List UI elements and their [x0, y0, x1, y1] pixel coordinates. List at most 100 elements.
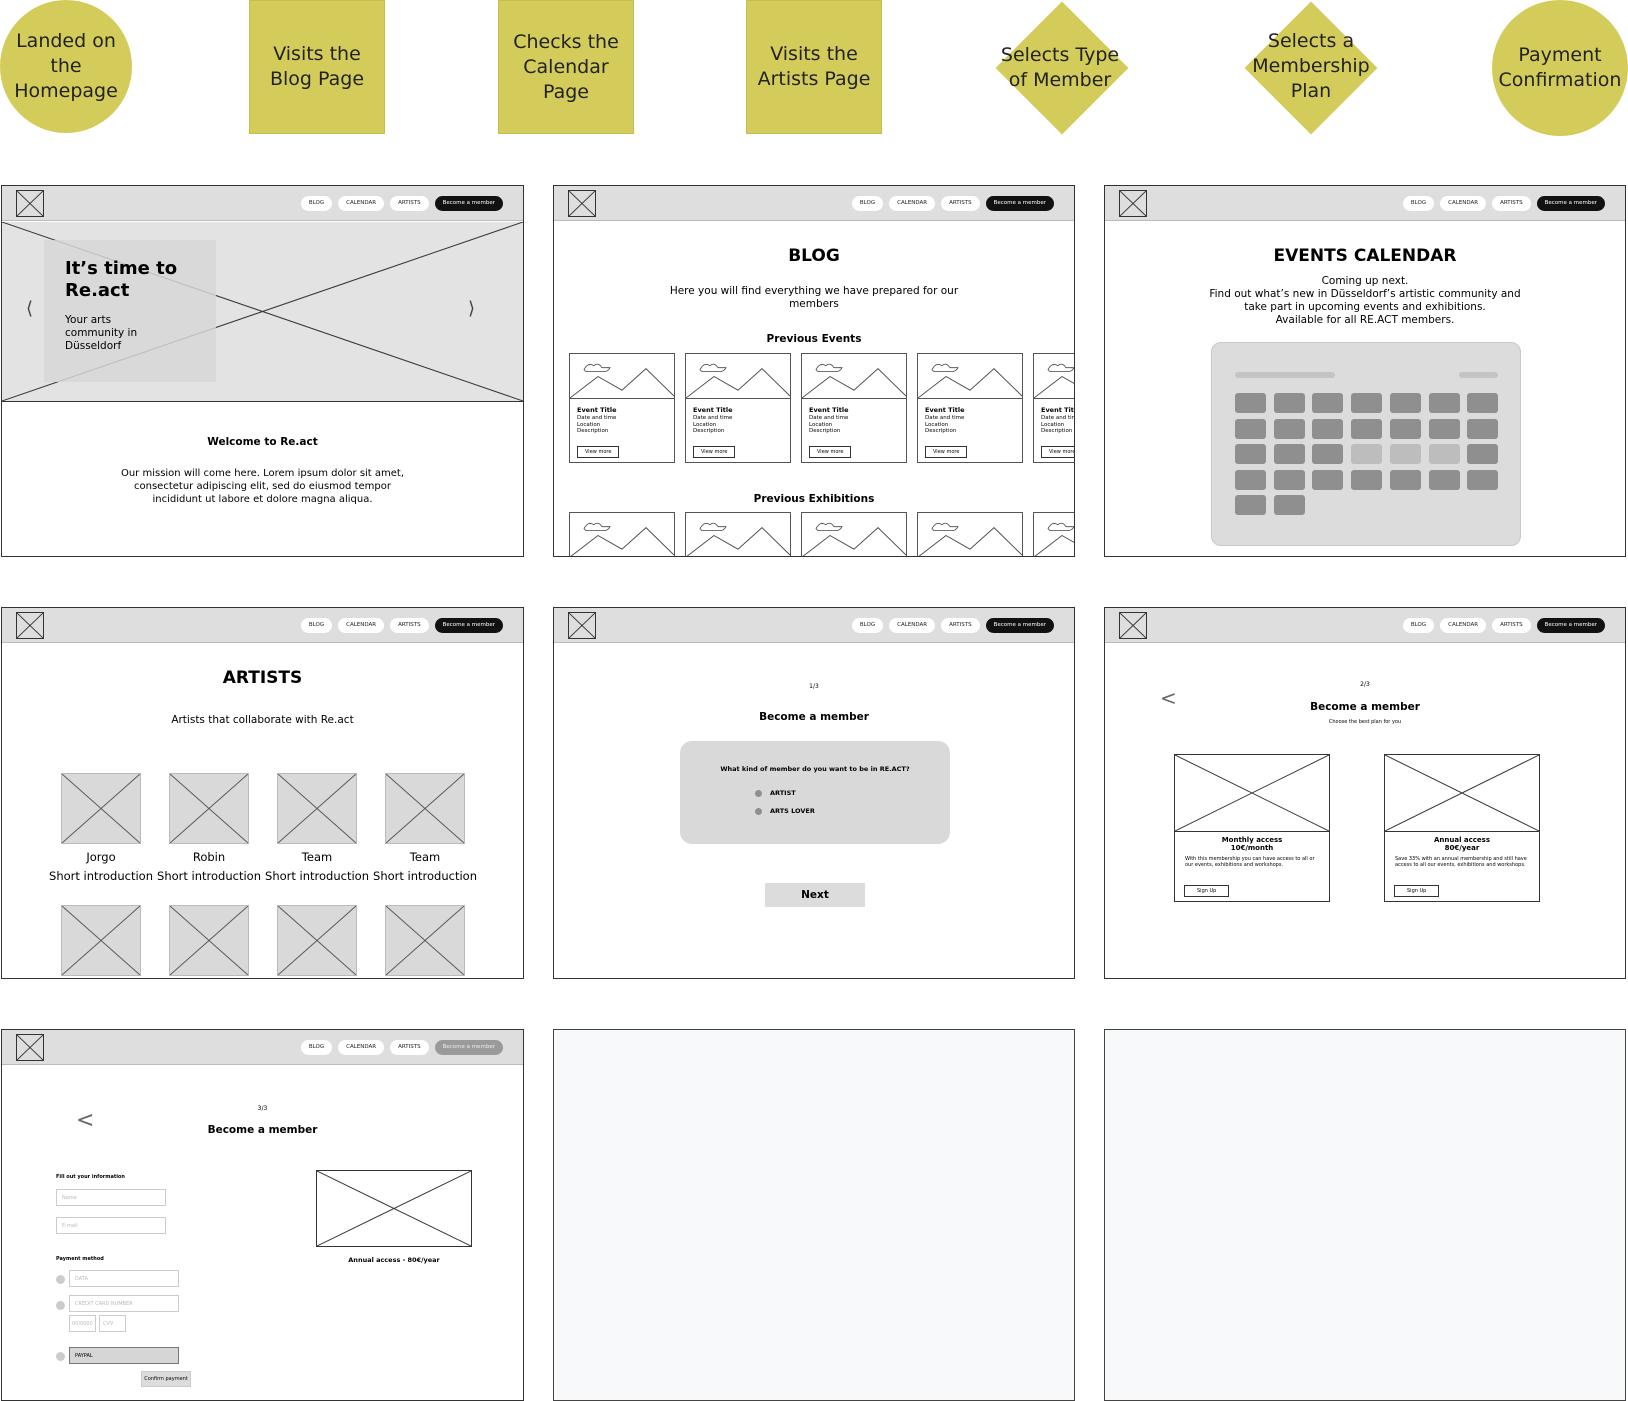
- view-more-button[interactable]: View more: [693, 446, 735, 458]
- nav-artists-link[interactable]: ARTISTS: [390, 618, 429, 633]
- become-member-button[interactable]: Become a member: [986, 196, 1054, 211]
- calendar-day-cell[interactable]: [1351, 444, 1382, 464]
- become-member-button[interactable]: Become a member: [1537, 618, 1605, 633]
- calendar-day-cell[interactable]: [1312, 444, 1343, 464]
- carousel-prev-icon[interactable]: ⟨: [26, 298, 33, 319]
- view-more-button[interactable]: View more: [1041, 446, 1075, 458]
- calendar-day-cell[interactable]: [1274, 495, 1305, 515]
- calendar-day-cell[interactable]: [1429, 470, 1460, 490]
- radio-icon[interactable]: [755, 790, 762, 797]
- card-number-field[interactable]: CREDIT CARD NUMBER: [69, 1295, 179, 1312]
- nav-blog-link[interactable]: BLOG: [1403, 196, 1434, 211]
- plan-card-monthly: Monthly access 10€/month With this membe…: [1174, 754, 1330, 902]
- calendar-day-cell[interactable]: [1274, 470, 1305, 490]
- view-more-button[interactable]: View more: [925, 446, 967, 458]
- event-card: [685, 512, 791, 557]
- nav-artists-link[interactable]: ARTISTS: [941, 196, 980, 211]
- paypal-radio[interactable]: [56, 1352, 65, 1361]
- next-button[interactable]: Next: [765, 883, 865, 907]
- nav-blog-link[interactable]: BLOG: [852, 618, 883, 633]
- calendar-day-cell[interactable]: [1467, 393, 1498, 413]
- paypal-option[interactable]: PAYPAL: [69, 1347, 179, 1364]
- nav-blog-link[interactable]: BLOG: [301, 618, 332, 633]
- calendar-day-cell[interactable]: [1312, 393, 1343, 413]
- calendar-day-cell[interactable]: [1351, 470, 1382, 490]
- option-artist-radio[interactable]: ARTIST: [755, 789, 796, 797]
- option-arts-lover-radio[interactable]: ARTS LOVER: [755, 807, 815, 815]
- calendar-widget[interactable]: [1211, 342, 1521, 546]
- calendar-day-cell[interactable]: [1467, 419, 1498, 439]
- calendar-day-cell[interactable]: [1429, 419, 1460, 439]
- calendar-day-cell[interactable]: [1235, 444, 1266, 464]
- card-data-radio[interactable]: [56, 1275, 65, 1284]
- artist-photo[interactable]: [169, 773, 249, 844]
- expiry-field[interactable]: 00/0000: [69, 1315, 96, 1332]
- cvv-field[interactable]: CVV: [99, 1315, 126, 1332]
- sign-up-button[interactable]: Sign Up: [1184, 885, 1229, 897]
- view-more-button[interactable]: View more: [809, 446, 851, 458]
- become-member-button[interactable]: Become a member: [1537, 196, 1605, 211]
- nav-artists-link[interactable]: ARTISTS: [390, 1040, 429, 1055]
- view-more-button[interactable]: View more: [577, 446, 619, 458]
- nav-calendar-link[interactable]: CALENDAR: [889, 618, 935, 633]
- confirm-payment-button[interactable]: Confirm payment: [141, 1371, 191, 1387]
- calendar-day-cell[interactable]: [1390, 393, 1421, 413]
- become-member-button[interactable]: Become a member: [435, 196, 503, 211]
- artist-intro: Short introduction: [262, 867, 372, 886]
- calendar-day-cell[interactable]: [1467, 470, 1498, 490]
- nav-calendar-link[interactable]: CALENDAR: [1440, 196, 1486, 211]
- nav-blog-link[interactable]: BLOG: [852, 196, 883, 211]
- become-member-button[interactable]: Become a member: [435, 618, 503, 633]
- carousel-next-icon[interactable]: ⟩: [468, 298, 475, 319]
- nav-calendar-link[interactable]: CALENDAR: [1440, 618, 1486, 633]
- calendar-day-cell[interactable]: [1467, 444, 1498, 464]
- calendar-day-cell[interactable]: [1235, 419, 1266, 439]
- nav-artists-link[interactable]: ARTISTS: [390, 196, 429, 211]
- artist-photo[interactable]: [277, 773, 357, 844]
- calendar-day-cell[interactable]: [1235, 393, 1266, 413]
- nav-calendar-link[interactable]: CALENDAR: [338, 1040, 384, 1055]
- nav-calendar-link[interactable]: CALENDAR: [338, 618, 384, 633]
- artist-caption: TeamShort introduction: [262, 848, 372, 886]
- calendar-day-cell[interactable]: [1235, 470, 1266, 490]
- nav-calendar-link[interactable]: CALENDAR: [338, 196, 384, 211]
- calendar-day-cell[interactable]: [1429, 393, 1460, 413]
- credit-card-radio[interactable]: [56, 1301, 65, 1310]
- nav-blog-link[interactable]: BLOG: [301, 196, 332, 211]
- calendar-day-cell[interactable]: [1390, 444, 1421, 464]
- step-counter: 2/3: [1105, 681, 1625, 688]
- calendar-day-cell[interactable]: [1274, 444, 1305, 464]
- calendar-day-cell[interactable]: [1390, 419, 1421, 439]
- nav-artists-link[interactable]: ARTISTS: [1492, 618, 1531, 633]
- nav-blog-link[interactable]: BLOG: [301, 1040, 332, 1055]
- nav-calendar-link[interactable]: CALENDAR: [889, 196, 935, 211]
- calendar-day-cell[interactable]: [1274, 393, 1305, 413]
- artist-photo[interactable]: [385, 905, 465, 976]
- nav-artists-link[interactable]: ARTISTS: [1492, 196, 1531, 211]
- artist-photo[interactable]: [61, 905, 141, 976]
- calendar-day-cell[interactable]: [1351, 393, 1382, 413]
- artist-photo[interactable]: [169, 905, 249, 976]
- become-member-button[interactable]: Become a member: [986, 618, 1054, 633]
- calendar-day-cell[interactable]: [1312, 419, 1343, 439]
- previous-events-heading: Previous Events: [554, 333, 1074, 345]
- calendar-day-cell[interactable]: [1390, 470, 1421, 490]
- calendar-day-cell[interactable]: [1312, 470, 1343, 490]
- nav-blog-link[interactable]: BLOG: [1403, 618, 1434, 633]
- name-field[interactable]: Name: [56, 1189, 166, 1206]
- radio-icon[interactable]: [755, 808, 762, 815]
- nav-artists-link[interactable]: ARTISTS: [941, 618, 980, 633]
- sign-up-button[interactable]: Sign Up: [1394, 885, 1439, 897]
- image-placeholder-icon: [170, 774, 248, 843]
- become-member-button[interactable]: Become a member: [435, 1040, 503, 1055]
- email-field[interactable]: E-mail: [56, 1217, 166, 1234]
- artist-photo[interactable]: [385, 773, 465, 844]
- calendar-day-cell[interactable]: [1235, 495, 1266, 515]
- image-placeholder-icon: [1034, 354, 1075, 398]
- card-name-field[interactable]: DATA: [69, 1270, 179, 1287]
- calendar-day-cell[interactable]: [1274, 419, 1305, 439]
- artist-photo[interactable]: [61, 773, 141, 844]
- artist-photo[interactable]: [277, 905, 357, 976]
- calendar-day-cell[interactable]: [1351, 419, 1382, 439]
- calendar-day-cell[interactable]: [1429, 444, 1460, 464]
